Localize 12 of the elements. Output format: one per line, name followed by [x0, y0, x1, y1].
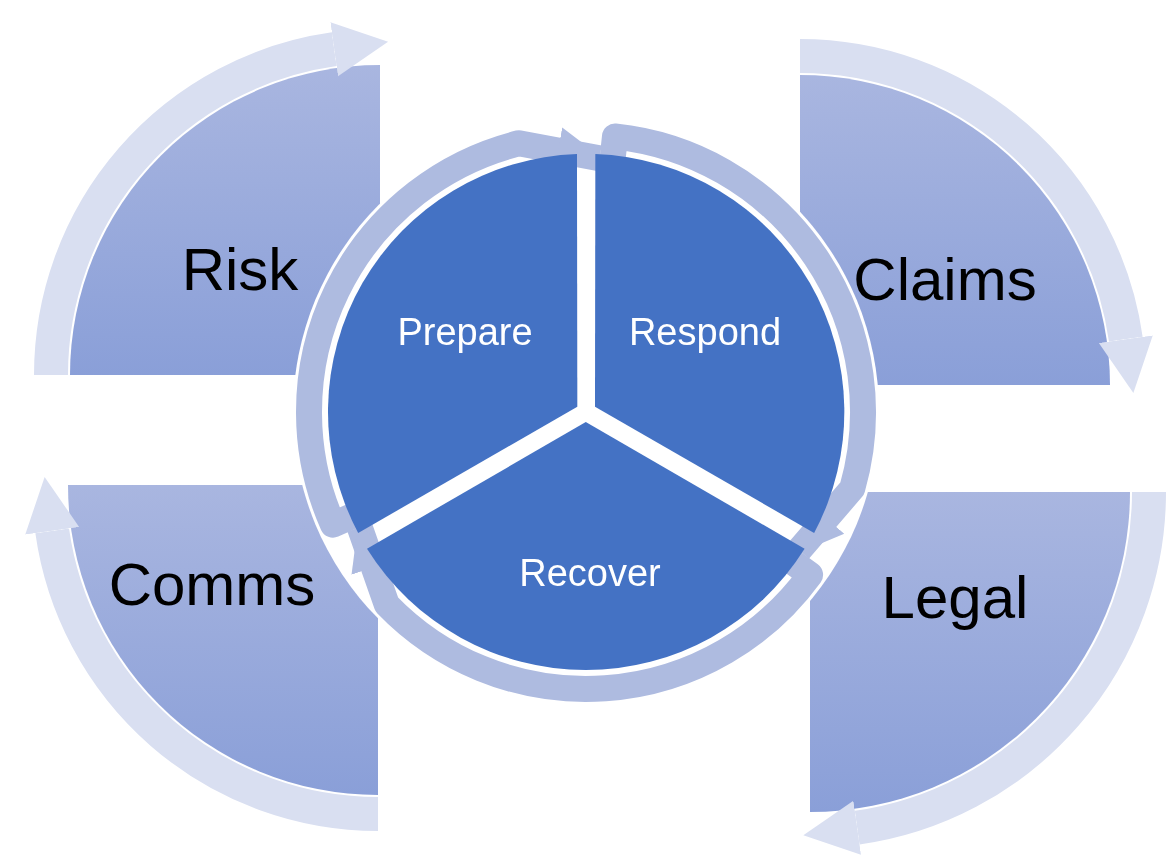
- segment-label: Prepare: [397, 313, 533, 351]
- pie-segment: [328, 154, 578, 534]
- cycle-arrow: [598, 123, 876, 559]
- segment-label: Comms: [108, 555, 316, 615]
- segment-label: Recover: [519, 554, 661, 592]
- cycle-arrow: [296, 127, 604, 538]
- pie-segment: [367, 422, 805, 670]
- segment-label: Risk: [181, 240, 299, 300]
- segment-label: Respond: [628, 313, 782, 351]
- segment-label: Claims: [853, 250, 1037, 310]
- segment-label: Legal: [881, 568, 1029, 628]
- pie-segment: [594, 154, 844, 534]
